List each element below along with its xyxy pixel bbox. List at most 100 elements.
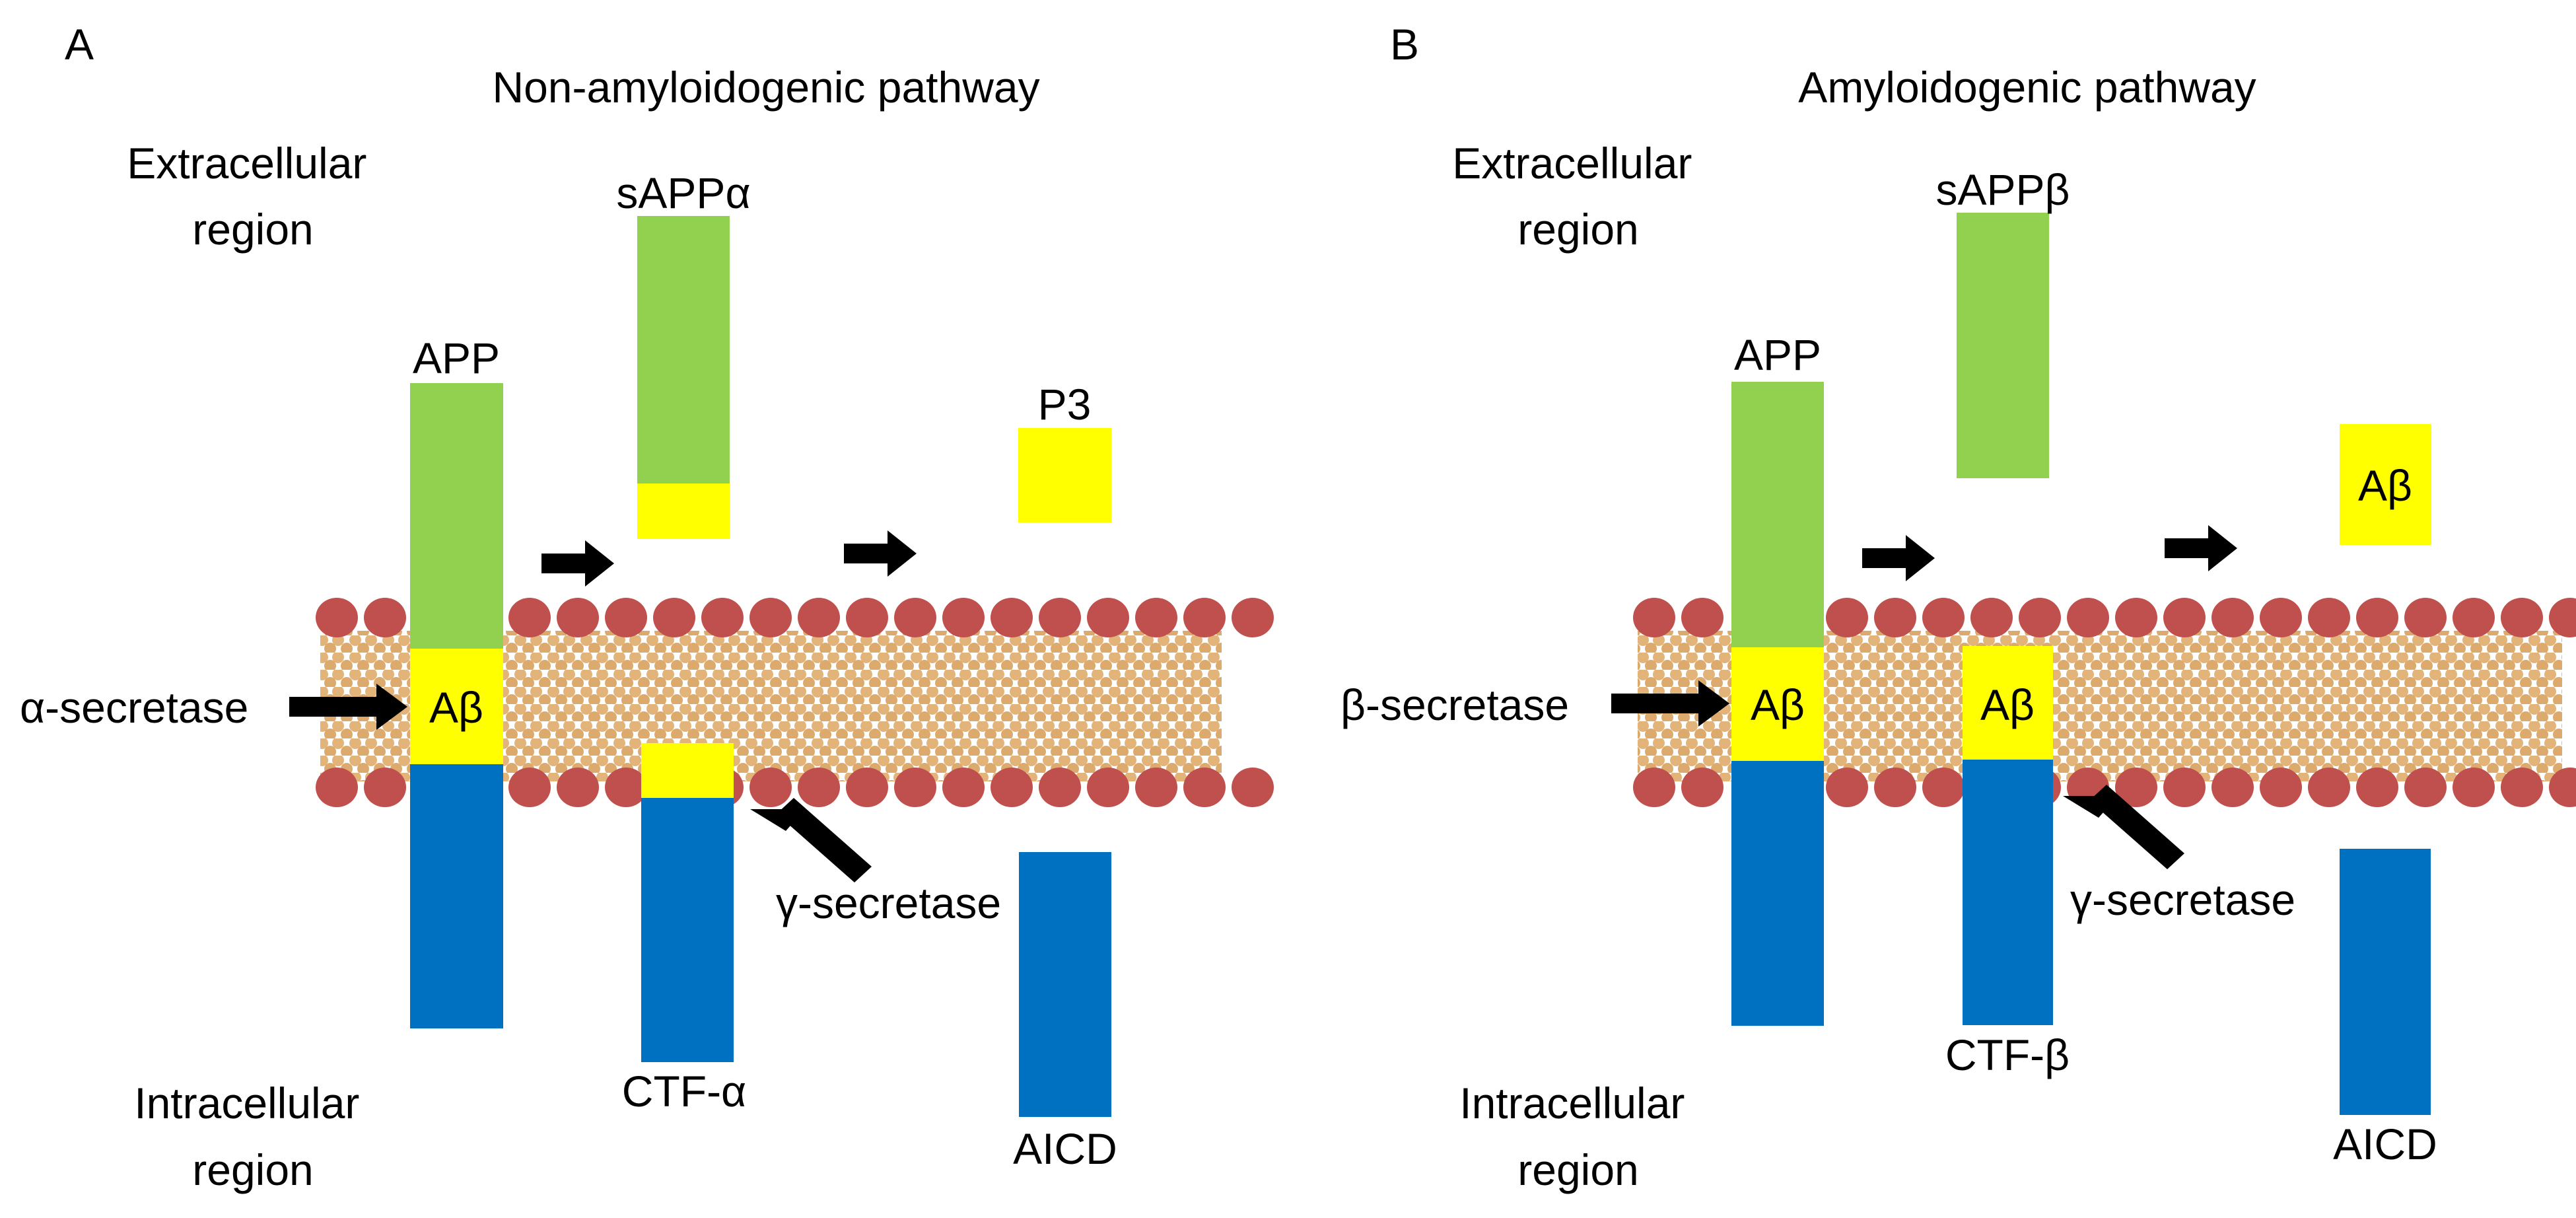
panel-a-product-label: P3	[1038, 380, 1092, 429]
lipid-head-inner	[1633, 768, 1675, 807]
lipid-head-outer	[653, 598, 695, 637]
lipid-head-outer	[1135, 598, 1177, 637]
panel-b-step-arrow-2	[2165, 525, 2237, 571]
lipid-head-outer	[2260, 598, 2302, 637]
lipid-head-inner	[798, 768, 840, 807]
lipid-head-inner	[1087, 768, 1129, 807]
panel-b-ctf-label: CTF-β	[1945, 1030, 2070, 1079]
lipid-head-outer	[749, 598, 792, 637]
panel-a-extracellular-line1: Extracellular	[127, 139, 366, 188]
lipid-head-inner	[894, 768, 936, 807]
panel-a-soluble-yellow	[637, 484, 730, 539]
panel-b-extracellular-line1: Extracellular	[1452, 139, 1692, 188]
lipid-head-outer	[1183, 598, 1226, 637]
lipid-head-outer	[1633, 598, 1675, 637]
panel-a-intracellular-label: Intracellular region	[134, 1079, 372, 1194]
lipid-head-inner	[2356, 768, 2398, 807]
panel-b-aicd-fragment	[2340, 849, 2431, 1115]
panel-a-app-abeta-domain	[410, 649, 503, 764]
panel-b-app-intracellular-domain	[1731, 761, 1824, 1026]
lipid-head-inner	[991, 768, 1033, 807]
lipid-head-outer	[1232, 598, 1274, 637]
panel-a-aicd-label: AICD	[1013, 1124, 1117, 1173]
lipid-head-inner	[2404, 768, 2447, 807]
lipid-head-inner	[2501, 768, 2543, 807]
panel-a-extracellular-label: Extracellular region	[127, 139, 378, 254]
lipid-head-outer	[942, 598, 985, 637]
lipid-head-outer	[2356, 598, 2398, 637]
panel-a-soluble-label: sAPPα	[616, 168, 750, 217]
panel-b-product-fragment	[2340, 424, 2431, 545]
lipid-head-inner	[2549, 768, 2576, 807]
lipid-head-outer	[2019, 598, 2061, 637]
panel-b-ctf-blue	[1963, 760, 2053, 1025]
lipid-head-outer	[2067, 598, 2109, 637]
panel-a-app-protein	[410, 383, 503, 1028]
panel-b-soluble-label: sAPPβ	[1935, 165, 2070, 214]
lipid-head-outer	[1039, 598, 1081, 637]
lipid-head-inner	[316, 768, 358, 807]
panel-b-letter: B	[1390, 20, 1419, 69]
lipid-head-inner	[364, 768, 406, 807]
lipid-head-inner	[2260, 768, 2302, 807]
lipid-head-inner	[605, 768, 647, 807]
panel-b-intracellular-line2: region	[1517, 1145, 1638, 1194]
lipid-head-inner	[2453, 768, 2495, 807]
lipid-head-inner	[1039, 768, 1081, 807]
lipid-head-inner	[1922, 768, 1965, 807]
lipid-head-outer	[2453, 598, 2495, 637]
lipid-head-inner	[1874, 768, 1916, 807]
lipid-head-outer	[605, 598, 647, 637]
lipid-head-outer	[364, 598, 406, 637]
lipid-head-inner	[2163, 768, 2206, 807]
lipid-head-inner	[1826, 768, 1868, 807]
lipid-head-outer	[846, 598, 888, 637]
panel-b-ctf-yellow	[1963, 646, 2053, 760]
panel-a-title: Non-amyloidogenic pathway	[492, 63, 1039, 112]
panel-a-intracellular-line1: Intracellular	[134, 1079, 359, 1128]
panel-a-secretase-arrow	[289, 684, 407, 730]
panel-a-ctf-blue	[641, 798, 734, 1062]
lipid-head-outer	[1087, 598, 1129, 637]
panel-b-app-label: APP	[1734, 330, 1821, 379]
lipid-head-outer	[1922, 598, 1965, 637]
panel-b-intracellular-line1: Intracellular	[1459, 1079, 1685, 1128]
lipid-head-inner	[1183, 768, 1226, 807]
panel-a-ctf-fragment	[641, 743, 734, 1062]
panel-a-secretase-label: α-secretase	[20, 683, 248, 732]
lipid-head-outer	[701, 598, 744, 637]
panel-b-app-abeta-label: Aβ	[1751, 680, 1805, 729]
panel-a-app-extracellular-domain	[410, 383, 503, 649]
lipid-head-outer	[2501, 598, 2543, 637]
lipid-head-outer	[2211, 598, 2254, 637]
panel-b-soluble-fragment	[1957, 213, 2049, 478]
panel-b-step-arrow-1	[1862, 535, 1935, 581]
lipid-head-outer	[557, 598, 599, 637]
panel-b-ctf-abeta-label: Aβ	[1980, 680, 2035, 729]
lipid-head-inner	[749, 768, 792, 807]
panel-b-ctf-fragment	[1963, 646, 2053, 1025]
panel-b-title: Amyloidogenic pathway	[1798, 63, 2256, 112]
lipid-head-outer	[1681, 598, 1723, 637]
panel-b-app-extracellular-domain	[1731, 382, 1824, 647]
panel-a-ctf-yellow	[641, 743, 734, 798]
lipid-head-inner	[508, 768, 551, 807]
panel-b: B Amyloidogenic pathway Extracellular re…	[1340, 20, 2576, 1194]
lipid-head-inner	[942, 768, 985, 807]
panel-b-product-label: Aβ	[2358, 461, 2412, 510]
panel-b-app-abeta-domain	[1731, 647, 1824, 761]
lipid-head-outer	[508, 598, 551, 637]
panel-a-app-label: APP	[413, 334, 500, 382]
panel-a-letter: A	[65, 20, 94, 69]
lipid-head-inner	[1681, 768, 1723, 807]
panel-a: A Non-amyloidogenic pathway Extracellula…	[20, 20, 1274, 1194]
lipid-head-inner	[846, 768, 888, 807]
panel-a-ctf-label: CTF-α	[622, 1067, 746, 1116]
lipid-head-outer	[798, 598, 840, 637]
panel-b-aicd-label: AICD	[2333, 1120, 2437, 1168]
lipid-head-outer	[2115, 598, 2157, 637]
panel-b-gamma-arrow	[2063, 785, 2184, 869]
panel-a-soluble-fragment	[637, 216, 730, 539]
panel-b-app-protein	[1731, 382, 1824, 1026]
